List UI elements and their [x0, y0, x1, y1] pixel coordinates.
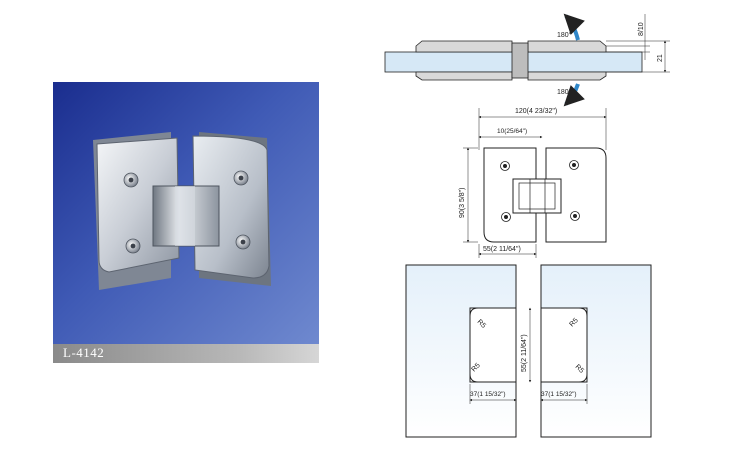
- glass-right-top: [524, 51, 643, 73]
- front-height-dim: 90(3 5/8"): [459, 187, 466, 218]
- cutout-left-dim: 37(1 15/32"): [470, 391, 506, 398]
- radius-label-tl: R5: [476, 318, 487, 329]
- rotation-bottom-label: 180°: [557, 88, 572, 96]
- top-view: 180° 180° 8/10 21: [384, 13, 670, 107]
- model-label: L-4142: [63, 345, 105, 360]
- cutout-right-dim: 37(1 15/32"): [541, 391, 577, 398]
- radius-label-tr: R5: [568, 317, 579, 328]
- glass-cutout-view: R5 R5 R5 R5 55(2 11/64") 37(1 15/32") 37…: [405, 264, 652, 438]
- product-photo: [53, 82, 319, 344]
- hinge-photo-illustration: [93, 132, 271, 290]
- top-height-dim: 21: [657, 54, 664, 62]
- radius-label-br: R5: [574, 363, 585, 374]
- rotation-arrow-bottom-icon: [563, 83, 585, 107]
- glass-thickness-dim: 8/10: [638, 22, 645, 36]
- rotation-top-label: 180°: [557, 31, 572, 39]
- front-gap-dim: 10(25/64"): [497, 128, 527, 135]
- glass-left-top: [384, 51, 516, 73]
- front-leaf-dim: 55(2 11/64"): [483, 246, 521, 253]
- rotation-arrow-top-icon: [563, 13, 585, 41]
- model-caption-bar: L-4142: [53, 344, 319, 363]
- cutout-height-dim: 55(2 11/64"): [521, 334, 528, 372]
- front-width-dim: 120(4 23/32"): [515, 108, 557, 115]
- radius-label-bl: R5: [470, 362, 481, 373]
- front-view: 120(4 23/32") 10(25/64") 90(3 5/8") 55(2…: [459, 108, 607, 258]
